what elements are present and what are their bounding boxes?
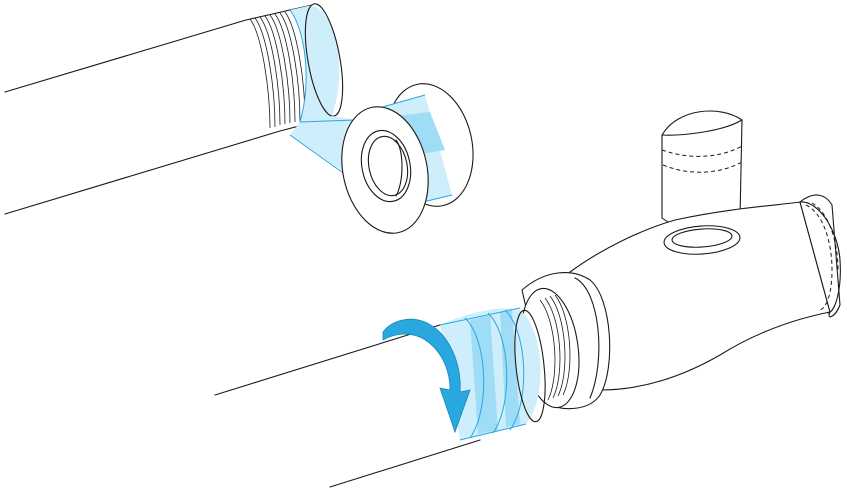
threaded-pipe-top xyxy=(5,1,360,214)
pipe-threads xyxy=(250,12,305,128)
pipe-top-upper-edge xyxy=(5,20,246,92)
pipe-bottom-upper-edge xyxy=(215,325,440,395)
ptfe-tape-roll xyxy=(331,76,484,242)
threaded-pipe-bottom xyxy=(215,308,550,487)
pipe-bottom-lower-edge xyxy=(330,440,480,487)
pipe-top-lower-edge xyxy=(5,131,280,214)
tee-fitting xyxy=(514,195,840,411)
